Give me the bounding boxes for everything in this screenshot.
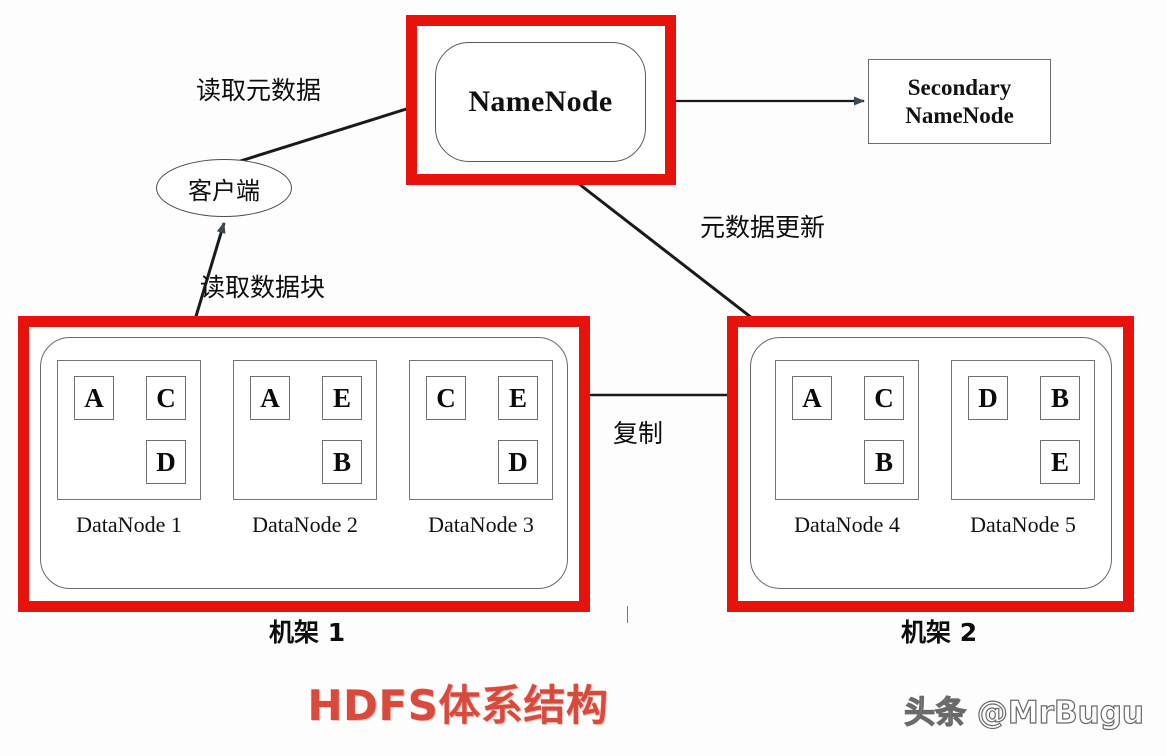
datanode-5-label: DataNode 5 [970, 512, 1076, 537]
block-cell[interactable]: D [498, 440, 538, 484]
stray-tick-mark [627, 606, 628, 623]
datanode-4-label: DataNode 4 [794, 512, 900, 537]
block-cell[interactable]: D [968, 376, 1008, 420]
datanode-5[interactable]: D B E DataNode 5 [951, 360, 1095, 538]
datanode-1-box: A C D [57, 360, 201, 500]
block-cell[interactable]: D [146, 440, 186, 484]
block-cell[interactable]: C [426, 376, 466, 420]
datanode-3-label: DataNode 3 [428, 512, 534, 537]
datanode-1-label: DataNode 1 [76, 512, 182, 537]
datanode-3[interactable]: C E D DataNode 3 [409, 360, 553, 538]
block-cell[interactable]: E [1040, 440, 1080, 484]
block-cell[interactable]: E [498, 376, 538, 420]
secondary-namenode-box[interactable]: Secondary NameNode [868, 59, 1051, 144]
edge-label-metadata-update: 元数据更新 [700, 213, 826, 242]
datanode-2-label: DataNode 2 [252, 512, 358, 537]
datanode-3-box: C E D [409, 360, 553, 500]
rack-1-label: 机架 1 [269, 618, 346, 647]
edge-label-read-metadata: 读取元数据 [196, 76, 322, 105]
block-cell[interactable]: A [74, 376, 114, 420]
datanode-2[interactable]: A E B DataNode 2 [233, 360, 377, 538]
client-node[interactable]: 客户端 [156, 159, 292, 217]
block-cell[interactable]: B [322, 440, 362, 484]
edge-client-to-namenode [217, 99, 433, 170]
edge-label-replicate: 复制 [613, 419, 664, 448]
rack-2-label: 机架 2 [901, 618, 978, 647]
datanode-1[interactable]: A C D DataNode 1 [57, 360, 201, 538]
namenode-box[interactable]: NameNode [435, 42, 646, 162]
watermark: 头条 @MrBugu [904, 694, 1145, 731]
page-title: HDFS体系结构 [307, 681, 609, 730]
datanode-4-box: A C B [775, 360, 919, 500]
block-cell[interactable]: A [792, 376, 832, 420]
datanode-5-box: D B E [951, 360, 1095, 500]
secondary-namenode-label-line2: NameNode [905, 102, 1014, 128]
secondary-namenode-label-line1: Secondary [907, 75, 1012, 101]
namenode-label: NameNode [468, 85, 613, 118]
datanode-2-box: A E B [233, 360, 377, 500]
edge-label-read-block: 读取数据块 [200, 273, 326, 302]
block-cell[interactable]: B [864, 440, 904, 484]
block-cell[interactable]: E [322, 376, 362, 420]
block-cell[interactable]: C [864, 376, 904, 420]
block-cell[interactable]: C [146, 376, 186, 420]
block-cell[interactable]: B [1040, 376, 1080, 420]
datanode-4[interactable]: A C B DataNode 4 [775, 360, 919, 538]
block-cell[interactable]: A [250, 376, 290, 420]
client-label: 客户端 [188, 176, 260, 205]
